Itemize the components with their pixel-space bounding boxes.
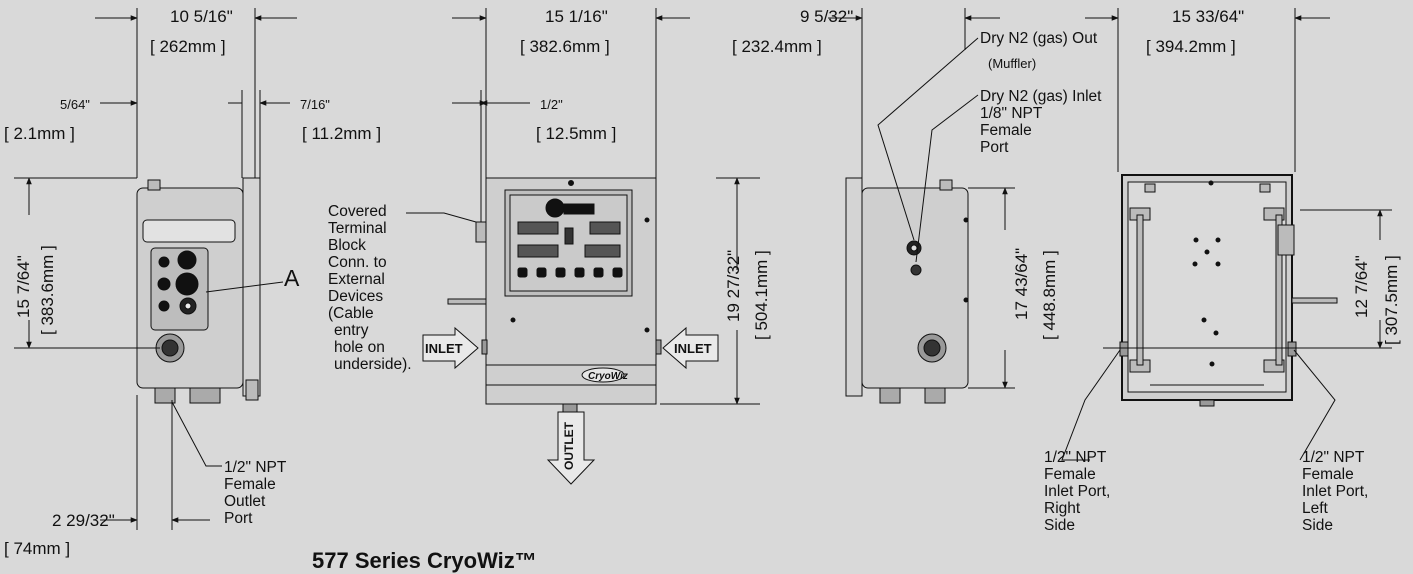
side-right-height-in: 17 43/64" bbox=[1012, 247, 1031, 320]
side-left-width-in: 10 5/16" bbox=[170, 7, 233, 26]
side-left-height-in: 15 7/64" bbox=[14, 255, 33, 318]
front-left-offset-mm: [ 12.5mm ] bbox=[536, 124, 617, 143]
rear-inlet-right-line: 1/2" NPT bbox=[1044, 449, 1107, 466]
front-width-mm: [ 382.6mm ] bbox=[520, 37, 610, 56]
rear-width-mm: [ 394.2mm ] bbox=[1146, 37, 1236, 56]
terminal-line: Conn. to bbox=[328, 254, 387, 271]
drawing-title: 577 Series CryoWiz™ bbox=[312, 548, 537, 573]
side-right-width-in: 9 5/32" bbox=[800, 7, 854, 26]
muffler-label: (Muffler) bbox=[988, 56, 1037, 71]
terminal-line: entry bbox=[334, 322, 369, 339]
outlet-port-line: 1/2" NPT bbox=[224, 459, 287, 476]
rear-inlet-left-label: 1/2" NPT Female Inlet Port, Left Side bbox=[1302, 449, 1368, 534]
rear-width-in: 15 33/64" bbox=[1172, 7, 1245, 26]
outlet-label: OUTLET bbox=[562, 422, 576, 470]
rear-inlet-left-line: Inlet Port, bbox=[1302, 483, 1369, 500]
front-view bbox=[406, 8, 760, 485]
front-left-offset-in: 1/2" bbox=[540, 97, 563, 112]
rear-height-in: 12 7/64" bbox=[1352, 255, 1371, 318]
outlet-port-label: 1/2" NPT Female Outlet Port bbox=[224, 459, 286, 527]
cryowiz-badge: CryoWiz bbox=[588, 371, 628, 382]
side-left-right-offset-mm: [ 11.2mm ] bbox=[302, 124, 382, 143]
terminal-line: (Cable bbox=[328, 305, 374, 322]
rear-inlet-right-label: 1/2" NPT Female Inlet Port, Right Side bbox=[1044, 449, 1110, 534]
gas-inlet-line: Dry N2 (gas) Inlet bbox=[980, 88, 1102, 105]
inlet-right-label: INLET bbox=[674, 341, 712, 356]
terminal-line: Covered bbox=[328, 203, 387, 220]
side-view-right bbox=[828, 8, 1015, 404]
terminal-line: underside). bbox=[334, 356, 412, 373]
outlet-port-line: Female bbox=[224, 476, 276, 493]
side-right-height-mm: [ 448.8mm ] bbox=[1040, 250, 1059, 340]
terminal-line: External bbox=[328, 271, 385, 288]
front-height-in: 19 27/32" bbox=[724, 249, 743, 322]
rear-height-mm: [ 307.5mm ] bbox=[1382, 255, 1401, 345]
rear-inlet-right-line: Right bbox=[1044, 500, 1081, 517]
side-left-height-mm: [ 383.6mm ] bbox=[38, 245, 57, 335]
terminal-line: Terminal bbox=[328, 220, 387, 237]
outlet-port-line: Port bbox=[224, 510, 253, 527]
rear-view bbox=[1061, 8, 1392, 461]
gas-inlet-line: Female bbox=[980, 122, 1032, 139]
rear-inlet-left-line: 1/2" NPT bbox=[1302, 449, 1365, 466]
side-left-right-offset-in: 7/16" bbox=[300, 97, 330, 112]
outlet-port-line: Outlet bbox=[224, 493, 266, 510]
rear-inlet-left-line: Left bbox=[1302, 500, 1328, 517]
front-height-mm: [ 504.1mm ] bbox=[752, 250, 771, 340]
rear-inlet-right-line: Inlet Port, bbox=[1044, 483, 1111, 500]
side-view-left bbox=[14, 8, 297, 530]
terminal-line: Devices bbox=[328, 288, 384, 305]
rear-inlet-right-line: Female bbox=[1044, 466, 1096, 483]
front-width-in: 15 1/16" bbox=[545, 7, 608, 26]
inlet-left-label: INLET bbox=[425, 341, 463, 356]
side-left-left-offset-mm: [ 2.1mm ] bbox=[4, 124, 75, 143]
callout-a: A bbox=[284, 265, 300, 291]
gas-inlet-label: Dry N2 (gas) Inlet 1/8" NPT Female Port bbox=[980, 88, 1101, 156]
side-right-width-mm: [ 232.4mm ] bbox=[732, 37, 822, 56]
rear-inlet-left-line: Female bbox=[1302, 466, 1354, 483]
side-left-bottom-offset-mm: [ 74mm ] bbox=[4, 539, 71, 558]
terminal-line: Block bbox=[328, 237, 366, 254]
gas-out-label: Dry N2 (gas) Out bbox=[980, 30, 1098, 47]
gas-inlet-line: Port bbox=[980, 139, 1009, 156]
side-left-left-offset-in: 5/64" bbox=[60, 97, 90, 112]
rear-inlet-right-line: Side bbox=[1044, 517, 1076, 534]
side-left-bottom-offset-in: 2 29/32" bbox=[52, 511, 115, 530]
gas-inlet-line: 1/8" NPT bbox=[980, 105, 1043, 122]
terminal-block-label: Covered Terminal Block Conn. to External… bbox=[328, 203, 412, 373]
terminal-line: hole on bbox=[334, 339, 385, 356]
rear-inlet-left-line: Side bbox=[1302, 517, 1334, 534]
side-left-width-mm: [ 262mm ] bbox=[150, 37, 226, 56]
